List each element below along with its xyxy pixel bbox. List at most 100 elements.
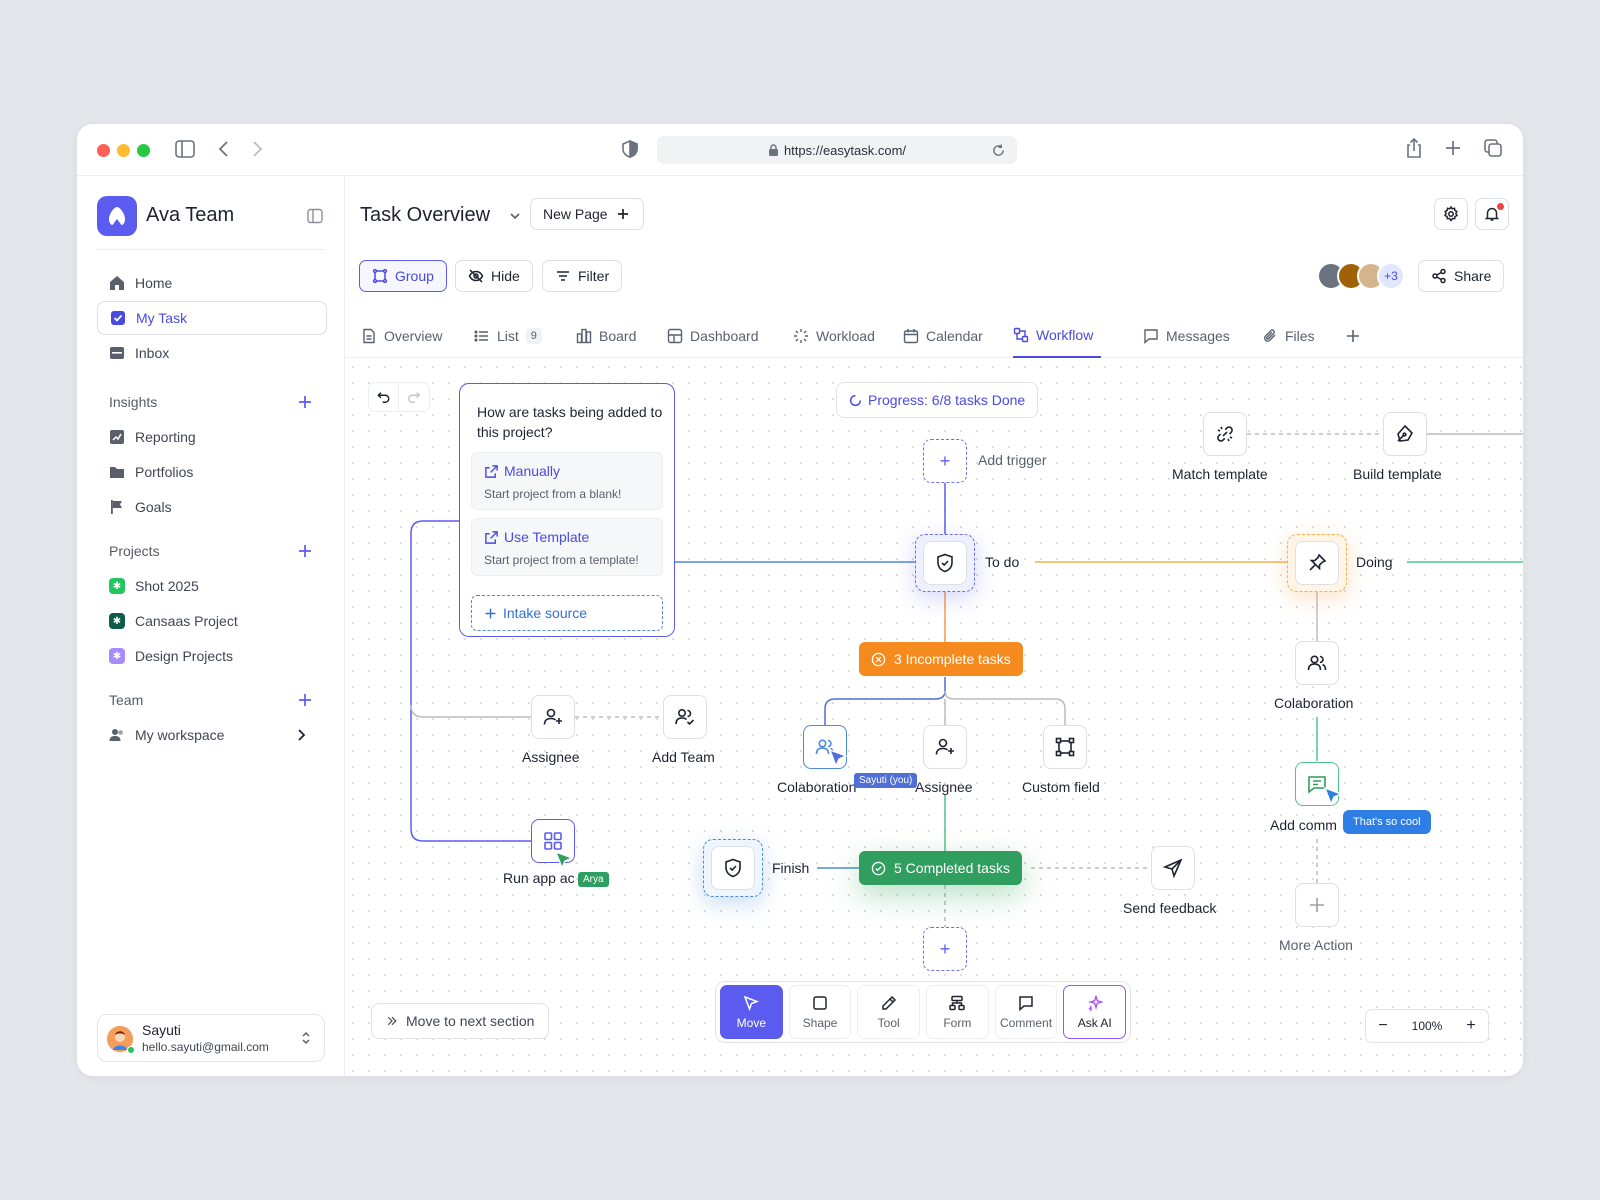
finish-node[interactable]	[711, 846, 755, 890]
nav-home-label: Home	[135, 275, 173, 291]
add-team-icon[interactable]	[297, 692, 313, 708]
option-use-template[interactable]: Use Template Start project from a templa…	[471, 518, 663, 576]
team-logo[interactable]	[97, 196, 137, 236]
colaboration-node[interactable]	[803, 725, 847, 769]
project-design[interactable]: ✱ Design Projects	[97, 639, 327, 673]
external-link-icon	[485, 464, 498, 478]
collapse-sidebar-icon[interactable]	[307, 208, 323, 224]
option-description: Start project from a template!	[484, 553, 639, 567]
incomplete-tasks-pill[interactable]: 3 Incomplete tasks	[859, 642, 1023, 676]
user-account-card[interactable]: Sayuti hello.sayuti@gmail.com	[97, 1014, 325, 1062]
page-title[interactable]: Task Overview	[360, 204, 491, 226]
new-tab-icon[interactable]	[1445, 140, 1461, 156]
privacy-shield-icon[interactable]	[622, 140, 638, 158]
address-bar[interactable]: https://easytask.com/	[657, 136, 1017, 164]
add-insight-icon[interactable]	[297, 394, 313, 410]
settings-button[interactable]	[1434, 198, 1468, 230]
x-circle-icon	[871, 652, 886, 666]
workflow-canvas[interactable]: How are tasks being added to this projec…	[345, 359, 1523, 1076]
loader-icon	[794, 329, 808, 343]
add-team-node[interactable]	[663, 695, 707, 739]
tab-calendar[interactable]: Calendar	[903, 314, 983, 358]
tab-dashboard[interactable]: Dashboard	[667, 314, 759, 358]
run-app-node[interactable]	[531, 819, 575, 863]
forward-icon[interactable]	[250, 140, 264, 158]
add-trigger-button[interactable]: +	[923, 439, 967, 483]
tool-comment[interactable]: Comment	[994, 985, 1058, 1039]
sidebar-toggle-icon[interactable]	[175, 140, 195, 158]
tab-label: Calendar	[926, 328, 983, 344]
maximize-window-button[interactable]	[137, 144, 150, 157]
redo-icon[interactable]	[399, 383, 429, 411]
share-button[interactable]: Share	[1418, 260, 1505, 292]
tool-move[interactable]: Move	[720, 985, 783, 1039]
add-tab-button[interactable]	[1345, 314, 1361, 358]
tab-overview[interactable]: Overview	[361, 314, 442, 358]
home-icon	[109, 275, 125, 291]
build-template-node[interactable]	[1383, 412, 1427, 456]
nav-inbox[interactable]: Inbox	[97, 336, 327, 370]
hide-button[interactable]: Hide	[455, 260, 533, 292]
more-action-node[interactable]	[1295, 883, 1339, 927]
tool-label: Form	[943, 1015, 972, 1030]
project-cansaas[interactable]: ✱ Cansaas Project	[97, 604, 327, 638]
insights-heading: Insights	[109, 394, 158, 410]
add-project-icon[interactable]	[297, 543, 313, 559]
tab-label: List	[497, 328, 519, 344]
close-window-button[interactable]	[97, 144, 110, 157]
team-name[interactable]: Ava Team	[146, 204, 235, 226]
tool-shape[interactable]: Shape	[788, 985, 852, 1039]
undo-icon[interactable]	[369, 383, 400, 411]
tool-form[interactable]: Form	[926, 985, 989, 1039]
group-button[interactable]: Group	[359, 260, 447, 292]
nav-goals[interactable]: Goals	[97, 490, 327, 524]
tool-tool[interactable]: Tool	[857, 985, 921, 1039]
nav-reporting[interactable]: Reporting	[97, 420, 327, 454]
nav-my-workspace[interactable]: My workspace	[97, 718, 327, 752]
assignee-node-center[interactable]	[923, 725, 967, 769]
chart-icon	[109, 429, 125, 445]
completed-label: 5 Completed tasks	[894, 860, 1010, 876]
intake-source-button[interactable]: Intake source	[471, 595, 663, 631]
tab-workload[interactable]: Workload	[793, 314, 875, 358]
assignee-node[interactable]	[531, 695, 575, 739]
tab-list[interactable]: List 9	[474, 314, 542, 358]
custom-field-node[interactable]	[1043, 725, 1087, 769]
nav-home[interactable]: Home	[97, 266, 327, 300]
reload-icon[interactable]	[992, 144, 1005, 157]
new-page-button[interactable]: New Page	[530, 198, 644, 230]
tab-files[interactable]: Files	[1262, 314, 1315, 358]
notifications-button[interactable]	[1475, 198, 1509, 230]
filter-button[interactable]: Filter	[542, 260, 623, 292]
match-template-node[interactable]	[1203, 412, 1247, 456]
tab-label: Workflow	[1036, 327, 1094, 343]
send-feedback-node[interactable]	[1151, 846, 1195, 890]
zoom-out-button[interactable]: −	[1378, 1017, 1388, 1034]
plus-icon	[617, 209, 628, 219]
projects-heading: Projects	[109, 543, 160, 559]
plus-icon	[1347, 330, 1359, 342]
back-icon[interactable]	[217, 140, 231, 158]
move-next-section-button[interactable]: Move to next section	[371, 1003, 550, 1039]
project-label: Design Projects	[135, 648, 234, 664]
doing-node[interactable]	[1295, 541, 1339, 585]
nav-my-task[interactable]: My Task	[97, 301, 327, 335]
completed-tasks-pill[interactable]: 5 Completed tasks	[859, 851, 1022, 885]
tab-overview-icon[interactable]	[1484, 139, 1502, 157]
member-avatars[interactable]: +3	[1317, 262, 1407, 292]
project-shot-2025[interactable]: ✱ Shot 2025	[97, 569, 327, 603]
tab-messages[interactable]: Messages	[1143, 314, 1230, 358]
colaboration-right-node[interactable]	[1295, 641, 1339, 685]
match-template-label: Match template	[1172, 466, 1268, 482]
tool-ask-ai[interactable]: Ask AI	[1063, 985, 1127, 1039]
option-manually[interactable]: Manually Start project from a blank!	[471, 452, 663, 510]
minimize-window-button[interactable]	[117, 144, 130, 157]
zoom-in-button[interactable]: +	[1466, 1017, 1476, 1034]
todo-node[interactable]	[923, 541, 967, 585]
nav-portfolios[interactable]: Portfolios	[97, 455, 327, 489]
title-chevron-down-icon[interactable]	[509, 210, 521, 222]
add-step-button[interactable]: +	[923, 927, 967, 971]
share-browser-icon[interactable]	[1405, 138, 1423, 158]
tab-board[interactable]: Board	[576, 314, 636, 358]
tab-workflow[interactable]: Workflow	[1013, 314, 1102, 358]
